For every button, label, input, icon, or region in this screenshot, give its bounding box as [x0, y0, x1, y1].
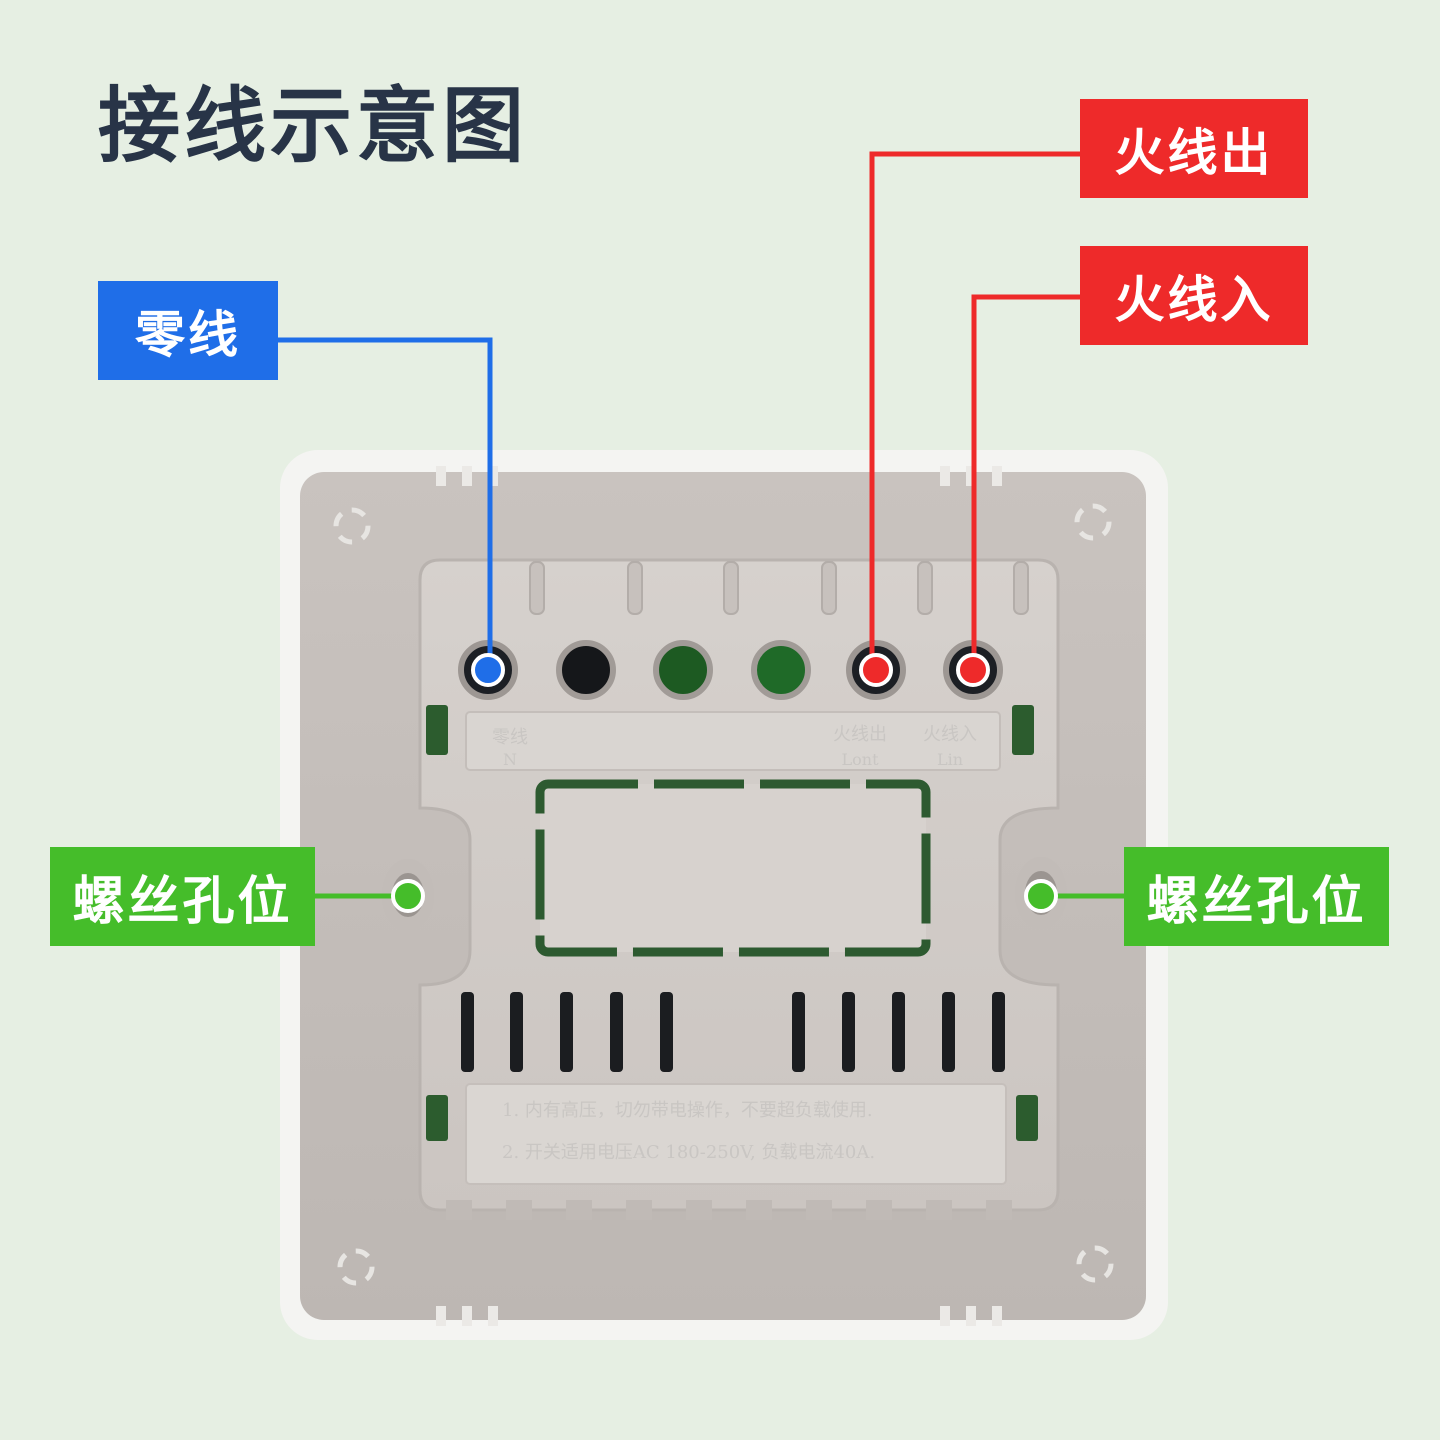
plate-notches — [436, 466, 1002, 1326]
corner-holes — [333, 503, 1114, 1286]
neutral-wire-line — [278, 337, 493, 672]
pcb-label-in-en: Lin — [937, 750, 963, 769]
vent-slots — [461, 992, 1005, 1072]
screw-left-marker-dot — [391, 879, 425, 913]
pcb-label-out-en: Lont — [842, 750, 880, 769]
screw-hole-label-right: 螺丝孔位 — [1124, 847, 1389, 946]
notice-panel — [465, 1083, 1007, 1185]
neutral-marker-dot — [471, 653, 505, 687]
center-recess — [535, 779, 931, 957]
pcb-label-neutral-en: N — [503, 750, 517, 769]
screw-right-marker-dot — [1024, 879, 1058, 913]
screw-hole-label-left: 螺丝孔位 — [50, 847, 315, 946]
notice-line-1: 1. 内有高压，切勿带电操作，不要超负载使用. — [502, 1100, 873, 1121]
live-out-wire-line — [869, 151, 1080, 672]
page-title: 接线示意图 — [98, 79, 529, 174]
terminal-ridges — [529, 561, 1029, 615]
terminal-hole-2 — [556, 640, 616, 700]
live-in-label: 火线入 — [1080, 246, 1308, 345]
live-out-marker-dot — [859, 653, 893, 687]
side-clips — [426, 705, 1038, 1141]
terminal-hole-3 — [653, 640, 713, 700]
live-in-wire-line — [971, 294, 1080, 672]
pcb-label-neutral-cn: 零线 — [492, 727, 528, 748]
live-out-label: 火线出 — [1080, 99, 1308, 198]
neutral-label: 零线 — [98, 281, 278, 380]
terminal-holes — [458, 640, 1003, 700]
terminal-label-strip — [465, 711, 1001, 771]
terminal-hole-4 — [751, 640, 811, 700]
bottom-teeth — [446, 1200, 1012, 1220]
live-in-marker-dot — [956, 653, 990, 687]
pcb-label-in-cn: 火线入 — [923, 724, 977, 745]
pcb-label-out-cn: 火线出 — [833, 724, 887, 745]
notice-line-2: 2. 开关适用电压AC 180-250V, 负载电流40A. — [502, 1142, 875, 1163]
